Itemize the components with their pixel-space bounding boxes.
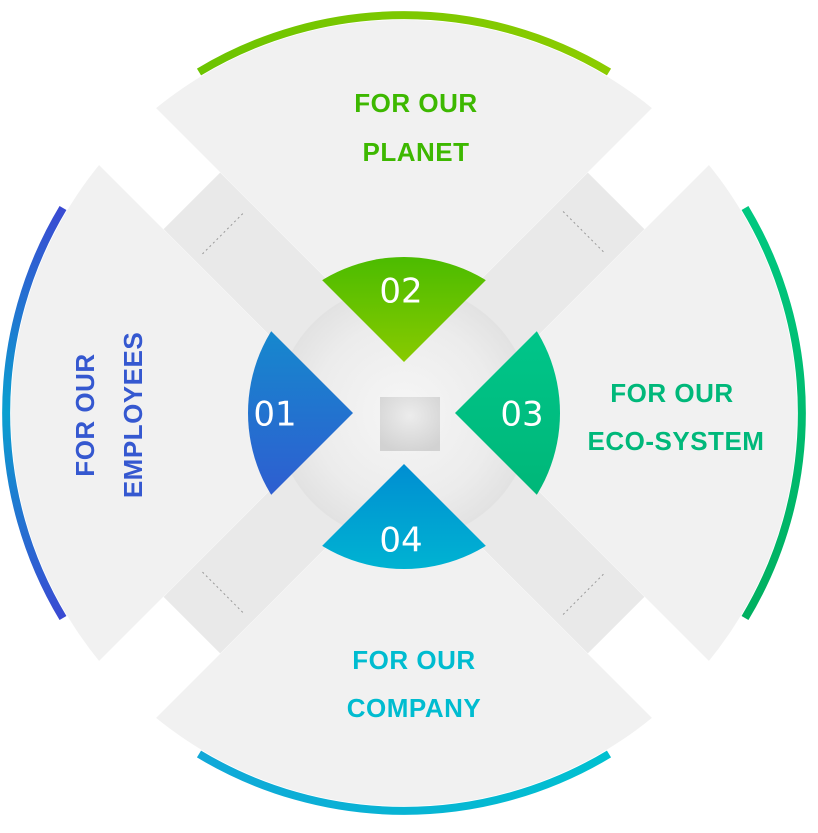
company-label-line2: COMPANY <box>347 693 481 723</box>
center-square <box>380 397 440 451</box>
panel-planet <box>61 20 747 356</box>
sector-02 <box>248 257 560 362</box>
arc-company <box>196 750 612 815</box>
number-01: 01 <box>253 395 296 435</box>
eco-system-label-line1: FOR OUR <box>610 378 733 408</box>
employees-label-line1: FOR OUR <box>70 353 100 476</box>
planet-label-line1: FOR OUR <box>354 88 477 118</box>
arc-employees <box>2 205 67 621</box>
sector-04 <box>248 464 560 569</box>
sector-01 <box>248 257 353 569</box>
eco-system-label-line2: ECO-SYSTEM <box>588 426 765 456</box>
sector-03 <box>455 257 560 569</box>
planet-label-line2: PLANET <box>363 137 470 167</box>
company-label-line1: FOR OUR <box>352 645 475 675</box>
panel-employees <box>11 70 347 756</box>
arc-eco-system <box>741 205 806 621</box>
number-04: 04 <box>379 521 422 561</box>
number-03: 03 <box>500 395 543 435</box>
number-02: 02 <box>379 272 422 312</box>
arc-planet <box>196 11 612 76</box>
employees-label-line2: EMPLOYEES <box>118 332 148 498</box>
panel-eco-system <box>461 70 797 756</box>
panel-company <box>61 470 747 806</box>
